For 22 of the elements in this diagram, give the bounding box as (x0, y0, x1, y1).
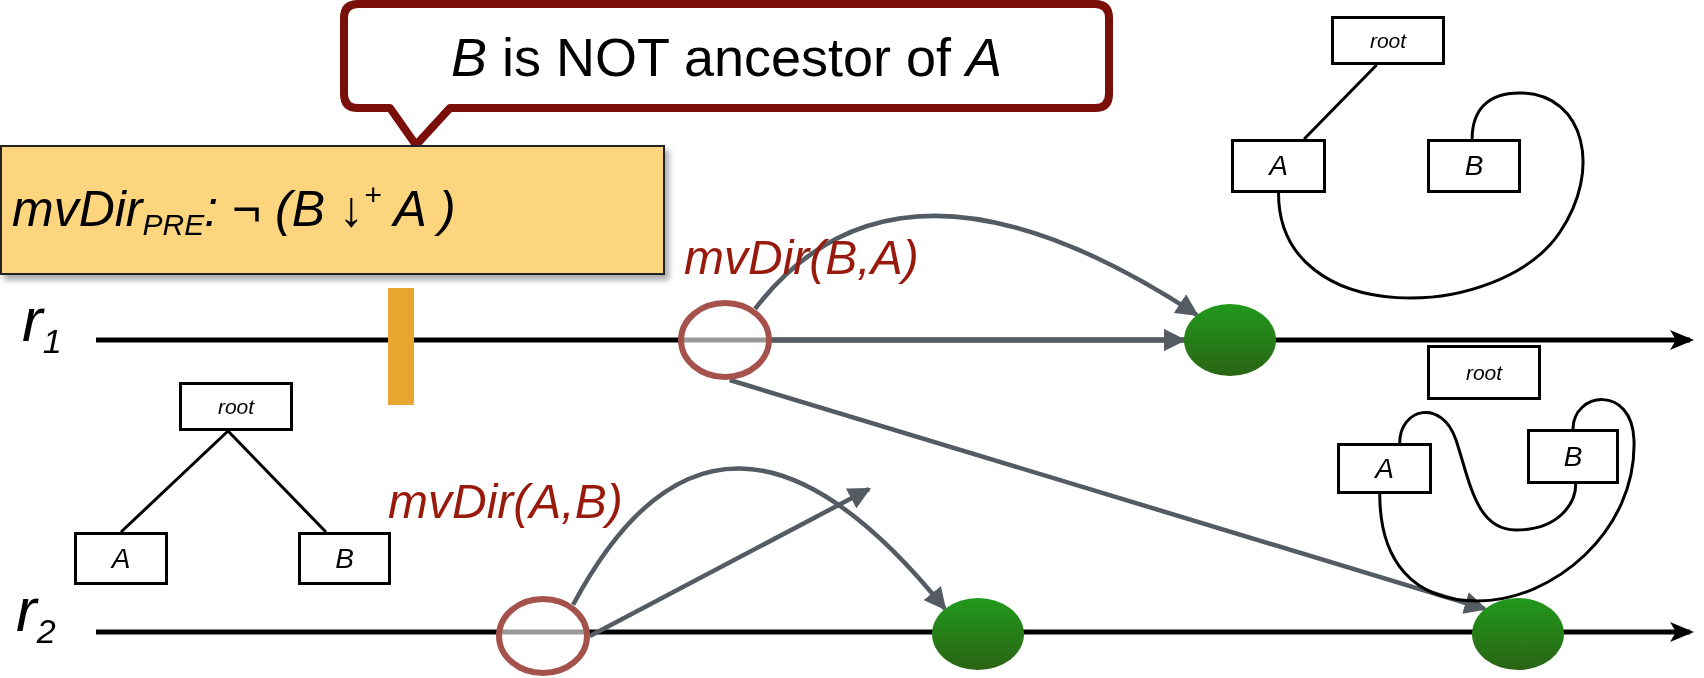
tree-node-box: B (1527, 429, 1619, 484)
arrow (729, 377, 1488, 614)
connector-line (1398, 411, 1578, 532)
tree-node-box: A (1231, 139, 1326, 193)
connector-line (226, 429, 327, 534)
replica-label: r$_{2}$ (16, 574, 56, 651)
precondition-box: mvDir$_{PRE}$: ¬ (B ↓$^{+}$ A ) (0, 145, 665, 275)
operation-label: mvDir(A,B) (388, 474, 623, 529)
tree-node-box: B (1427, 139, 1521, 193)
arrow (571, 466, 947, 611)
connector-line (119, 429, 230, 534)
tree-node-box: A (74, 532, 168, 585)
tree-node-box: A (1337, 443, 1432, 494)
tree-node-box: root (1427, 345, 1541, 400)
connector-line (1378, 398, 1636, 603)
replica-label: r$_{1}$ (22, 284, 62, 361)
tree-node-box: root (179, 382, 293, 431)
tree-node-box: root (1331, 16, 1445, 65)
tree-node-box: B (298, 532, 391, 585)
connector-line (1277, 91, 1585, 300)
arrow (588, 487, 871, 638)
connector-line (1303, 63, 1378, 141)
